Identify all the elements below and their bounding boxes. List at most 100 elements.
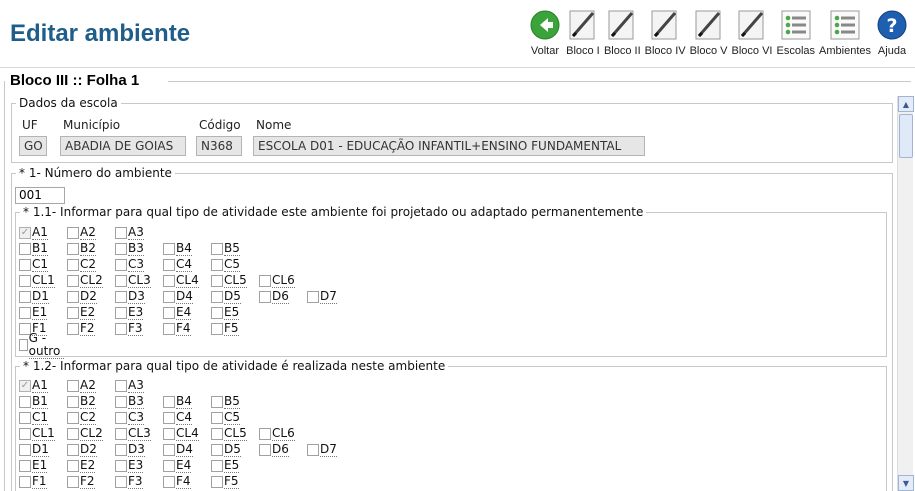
escolas-button[interactable]: Escolas: [776, 8, 815, 57]
checkbox-empty-icon[interactable]: [163, 291, 175, 303]
checkbox-e3[interactable]: E3: [115, 458, 144, 474]
checkbox-b2[interactable]: B2: [67, 394, 96, 410]
checkbox-empty-icon[interactable]: [67, 444, 79, 456]
checkbox-empty-icon[interactable]: [163, 275, 175, 287]
checkbox-e2[interactable]: E2: [67, 305, 96, 321]
checkbox-empty-icon[interactable]: [19, 396, 31, 408]
help-button[interactable]: ? Ajuda: [875, 8, 909, 57]
checkbox-empty-icon[interactable]: [67, 323, 79, 335]
checkbox-empty-icon[interactable]: [211, 444, 223, 456]
checkbox-empty-icon[interactable]: [19, 259, 31, 271]
checkbox-empty-icon[interactable]: [163, 428, 175, 440]
checkbox-empty-icon[interactable]: [115, 259, 127, 271]
checkbox-empty-icon[interactable]: [19, 323, 31, 335]
bloco-v-button[interactable]: Bloco V: [690, 8, 728, 57]
scroll-up-icon[interactable]: ▲: [898, 96, 914, 112]
checkbox-b1[interactable]: B1: [19, 241, 48, 257]
checkbox-empty-icon[interactable]: [211, 396, 223, 408]
checkbox-a2[interactable]: A2: [67, 225, 96, 241]
checkbox-empty-icon[interactable]: [19, 444, 31, 456]
checkbox-b3[interactable]: B3: [115, 241, 144, 257]
checkbox-empty-icon[interactable]: [259, 428, 271, 440]
checkbox-cl6[interactable]: CL6: [259, 273, 295, 289]
checkbox-f3[interactable]: F3: [115, 321, 143, 337]
checkbox-c5[interactable]: C5: [211, 257, 241, 273]
checkbox-d1[interactable]: D1: [19, 289, 49, 305]
checkbox-empty-icon[interactable]: [307, 444, 319, 456]
checkbox-empty-icon[interactable]: [211, 428, 223, 440]
checkbox-empty-icon[interactable]: [19, 275, 31, 287]
checkbox-d1[interactable]: D1: [19, 442, 49, 458]
scroll-down-icon[interactable]: ▼: [898, 475, 914, 491]
checkbox-f3[interactable]: F3: [115, 474, 143, 490]
checkbox-a3[interactable]: A3: [115, 378, 144, 394]
checkbox-empty-icon[interactable]: [115, 307, 127, 319]
checkbox-cl3[interactable]: CL3: [115, 273, 151, 289]
checkbox-empty-icon[interactable]: [259, 291, 271, 303]
checkbox-empty-icon[interactable]: [115, 396, 127, 408]
checkbox-empty-icon[interactable]: [67, 291, 79, 303]
checkbox-empty-icon[interactable]: [67, 460, 79, 472]
checkbox-empty-icon[interactable]: [19, 307, 31, 319]
checkbox-empty-icon[interactable]: [115, 444, 127, 456]
checkbox-empty-icon[interactable]: [211, 460, 223, 472]
scroll-thumb[interactable]: [899, 114, 913, 158]
ambientes-button[interactable]: Ambientes: [819, 8, 871, 57]
checkbox-empty-icon[interactable]: [211, 476, 223, 488]
checkbox-c4[interactable]: C4: [163, 257, 193, 273]
checkbox-empty-icon[interactable]: [19, 243, 31, 255]
checkbox-d2[interactable]: D2: [67, 289, 97, 305]
checkbox-empty-icon[interactable]: [67, 243, 79, 255]
checkbox-empty-icon[interactable]: [163, 259, 175, 271]
checkbox-empty-icon[interactable]: [259, 275, 271, 287]
checkbox-empty-icon[interactable]: [19, 460, 31, 472]
checkbox-empty-icon[interactable]: [19, 428, 31, 440]
checkbox-c1[interactable]: C1: [19, 410, 49, 426]
checkbox-empty-icon[interactable]: [163, 243, 175, 255]
checkbox-e1[interactable]: E1: [19, 458, 48, 474]
checkbox-g-outro[interactable]: G - outro: [19, 331, 64, 359]
checkbox-empty-icon[interactable]: [19, 291, 31, 303]
checkbox-d5[interactable]: D5: [211, 289, 241, 305]
checkbox-c2[interactable]: C2: [67, 410, 97, 426]
checkbox-empty-icon[interactable]: [259, 444, 271, 456]
checkbox-empty-icon[interactable]: [19, 476, 31, 488]
checkbox-empty-icon[interactable]: [307, 291, 319, 303]
vertical-scrollbar[interactable]: ▲ ▼: [897, 96, 914, 491]
checkbox-empty-icon[interactable]: [115, 243, 127, 255]
bloco-ii-button[interactable]: Bloco II: [604, 8, 641, 57]
checkbox-f5[interactable]: F5: [211, 474, 239, 490]
checkbox-d3[interactable]: D3: [115, 442, 145, 458]
checkbox-cl4[interactable]: CL4: [163, 426, 199, 442]
checkbox-empty-icon[interactable]: [19, 412, 31, 424]
numero-ambiente-input[interactable]: 001: [15, 187, 65, 204]
bloco-iv-button[interactable]: Bloco IV: [645, 8, 686, 57]
checkbox-a1[interactable]: ✓A1: [19, 225, 48, 241]
checkbox-cl4[interactable]: CL4: [163, 273, 199, 289]
checkbox-empty-icon[interactable]: [163, 307, 175, 319]
checkbox-cl1[interactable]: CL1: [19, 426, 55, 442]
back-button[interactable]: Voltar: [528, 8, 562, 57]
checkbox-e4[interactable]: E4: [163, 305, 192, 321]
checkbox-f4[interactable]: F4: [163, 321, 191, 337]
checkbox-empty-icon[interactable]: [211, 412, 223, 424]
checkbox-cl1[interactable]: CL1: [19, 273, 55, 289]
checkbox-cl5[interactable]: CL5: [211, 273, 247, 289]
checkbox-d7[interactable]: D7: [307, 289, 337, 305]
checkbox-c1[interactable]: C1: [19, 257, 49, 273]
checkbox-empty-icon[interactable]: [211, 243, 223, 255]
checkbox-e3[interactable]: E3: [115, 305, 144, 321]
checkbox-empty-icon[interactable]: [67, 275, 79, 287]
checkbox-cl6[interactable]: CL6: [259, 426, 295, 442]
checkbox-empty-icon[interactable]: [115, 460, 127, 472]
checkbox-e2[interactable]: E2: [67, 458, 96, 474]
checkbox-empty-icon[interactable]: [211, 275, 223, 287]
checkbox-e5[interactable]: E5: [211, 458, 240, 474]
checkbox-empty-icon[interactable]: [67, 476, 79, 488]
checkbox-empty-icon[interactable]: [163, 476, 175, 488]
checkbox-empty-icon[interactable]: [115, 291, 127, 303]
checkbox-e5[interactable]: E5: [211, 305, 240, 321]
checkbox-b5[interactable]: B5: [211, 241, 240, 257]
checkbox-c3[interactable]: C3: [115, 410, 145, 426]
checkbox-f4[interactable]: F4: [163, 474, 191, 490]
